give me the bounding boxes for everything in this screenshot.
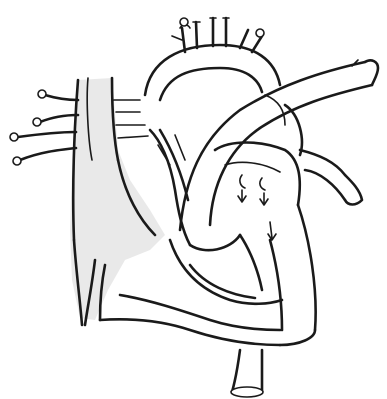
left-heart <box>215 143 316 331</box>
right-atrium-shading <box>70 78 165 320</box>
right-ventricle <box>150 130 282 304</box>
right-pulmonary-veins <box>300 150 362 205</box>
vein-end-circle <box>38 90 46 98</box>
vein-end-circle <box>10 133 18 141</box>
vein-end-circle <box>33 118 41 126</box>
aortic-arch <box>145 18 280 100</box>
branch-end-circle <box>256 29 264 37</box>
descending-aorta <box>231 350 263 397</box>
branch-end-circle <box>180 18 188 26</box>
vein-end-circle <box>13 157 21 165</box>
aorta-opening <box>231 387 263 397</box>
